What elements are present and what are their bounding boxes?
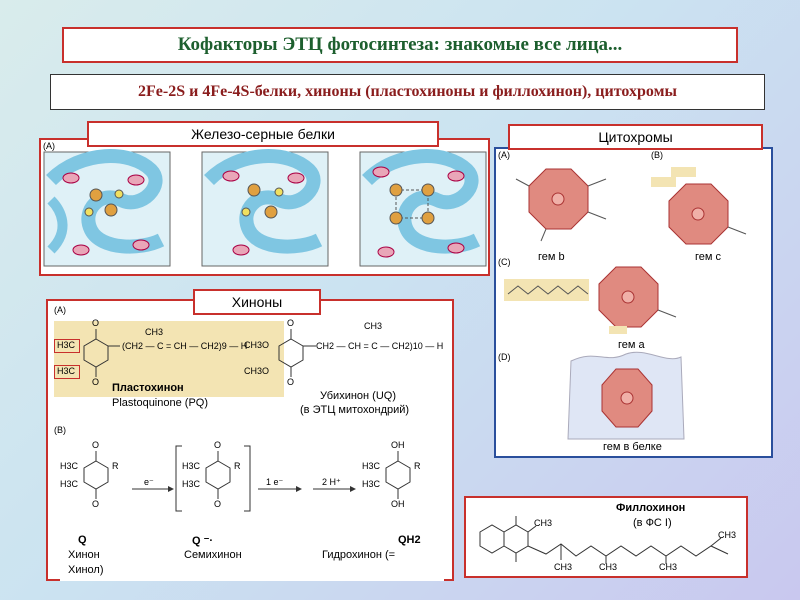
hq-oh-bottom: OH xyxy=(391,499,405,509)
phyllo-ch3-1: CH3 xyxy=(554,562,573,572)
quinones-names-strip xyxy=(60,529,444,581)
hq-r: R xyxy=(414,461,421,471)
ubiquinone-ring xyxy=(278,329,316,377)
heme-b-structure xyxy=(515,168,607,242)
arrow-label-e2: 1 e⁻ xyxy=(266,477,284,487)
hq-h3c-1: H3C xyxy=(362,461,381,471)
uq-o-bottom: O xyxy=(287,377,295,387)
panel-tag-a: (A) xyxy=(43,141,55,151)
quinones-panel: (A) (B) xyxy=(46,299,454,581)
q-semi-symbol: Q ⁻· xyxy=(192,535,214,547)
q-r: R xyxy=(112,461,119,471)
plastoquinone-ring xyxy=(83,329,120,377)
sq-o-top: O xyxy=(214,440,222,450)
title-box: Кофакторы ЭТЦ фотосинтеза: знакомые все … xyxy=(62,27,738,63)
heme-in-protein-structure xyxy=(567,351,685,440)
iron-sulfur-panel: (A) xyxy=(39,138,490,276)
quinones-tag-a: (A) xyxy=(54,305,66,315)
arrow-label-h2: 2 H⁺ xyxy=(322,477,341,487)
methyl-box-top xyxy=(54,339,80,353)
phylloquinone-structure xyxy=(479,516,729,564)
pq-h3c-bottom: H3C xyxy=(57,366,76,376)
sq-r: R xyxy=(234,461,241,471)
cyt-tag-c: (C) xyxy=(498,257,511,267)
phyllo-ch3-4: CH3 xyxy=(718,530,737,540)
plastoquinone-highlight xyxy=(54,321,284,397)
hinol-label: Хинол) xyxy=(68,564,104,576)
hq-h3c-2: H3C xyxy=(362,479,381,489)
phylloquinone-panel: Филлохинон (в ФС I) CH3 CH3 CH3 CH3 CH3 xyxy=(464,496,748,578)
q-h3c-2: H3C xyxy=(60,479,79,489)
arrow-label-e1: e⁻ xyxy=(144,477,154,487)
q-o-top: O xyxy=(92,440,100,450)
subtitle-box: 2Fe-2S и 4Fe-4S-белки, хиноны (пластохин… xyxy=(50,74,765,110)
reaction-arrows xyxy=(132,486,356,492)
cyt-tag-d: (D) xyxy=(498,352,511,362)
q-o-bottom: O xyxy=(92,499,100,509)
heme-protein-label: гем в белке xyxy=(599,441,666,453)
plastoquinone-en: Plastoquinone (PQ) xyxy=(112,397,208,409)
iron-sulfur-label: Железо-серные белки xyxy=(87,121,439,147)
cyt-tag-b: (B) xyxy=(651,150,663,160)
sq-o-bottom: O xyxy=(214,499,222,509)
fes-cluster-4fe4s xyxy=(359,149,487,267)
page-title: Кофакторы ЭТЦ фотосинтеза: знакомые все … xyxy=(177,34,623,55)
plastoquinone-ru: Пластохинон xyxy=(112,382,184,394)
heme-b-label: гем b xyxy=(534,251,569,263)
phylloquinone-location: (в ФС I) xyxy=(633,517,672,529)
uq-methoxy-bottom: CH3O xyxy=(244,366,270,376)
heme-a-structure xyxy=(504,266,677,334)
heme-a-label: гем a xyxy=(614,339,649,351)
page-subtitle: 2Fe-2S и 4Fe-4S-белки, хиноны (пластохин… xyxy=(138,83,677,100)
methyl-box-bottom xyxy=(54,365,80,379)
uq-chain: CH2 — CH = C — CH2)10 — H xyxy=(316,341,444,351)
sq-h3c-1: H3C xyxy=(182,461,201,471)
semiquinone-ring xyxy=(175,445,251,512)
fes-cluster-3fe4s xyxy=(201,149,329,267)
hq-oh-top: OH xyxy=(391,440,405,450)
q-symbol: Q xyxy=(78,534,87,546)
hydrohinon-label: Гидрохинон (= xyxy=(322,549,396,561)
pq-h3c-top: H3C xyxy=(57,340,76,350)
iron-sulfur-clusters xyxy=(43,149,487,267)
cytochromes-label: Цитохромы xyxy=(508,124,763,150)
sq-h3c-2: H3C xyxy=(182,479,201,489)
fes-cluster-2fe2s xyxy=(43,149,171,267)
cytochromes-panel: (A) (B) (C) (D) xyxy=(494,147,773,458)
ubiquinone-line1: Убихинон (UQ) xyxy=(320,390,396,402)
pq-ch3: CH3 xyxy=(145,327,164,337)
phylloquinone-name: Филлохинон xyxy=(616,502,686,514)
phyllo-ch3-3: CH3 xyxy=(659,562,678,572)
hydroquinone-ring xyxy=(385,451,411,499)
quinone-structures xyxy=(83,329,411,512)
phyllo-ch3-ring: CH3 xyxy=(534,518,553,528)
uq-methoxy-top: CH3O xyxy=(244,340,270,350)
cyt-tag-a: (A) xyxy=(498,150,510,160)
quinones-tag-b: (B) xyxy=(54,425,66,435)
pq-o-top: O xyxy=(92,318,100,328)
ubiquinone-line2: (в ЭТЦ митохондрий) xyxy=(300,404,410,416)
quinone-q-ring xyxy=(83,451,109,499)
heme-structures xyxy=(504,167,747,440)
hinon-label: Хинон xyxy=(68,549,100,561)
heme-c-structure xyxy=(651,167,747,245)
uq-o-top: O xyxy=(287,318,295,328)
semihinon-label: Семихинон xyxy=(184,549,242,561)
q-h3c-1: H3C xyxy=(60,461,79,471)
pq-chain: (CH2 — C = CH — CH2)9 — H xyxy=(122,341,248,351)
uq-ch3: CH3 xyxy=(364,321,383,331)
pq-o-bottom: O xyxy=(92,377,100,387)
qh2-symbol: QH2 xyxy=(398,534,421,546)
phyllo-ch3-2: CH3 xyxy=(599,562,618,572)
heme-c-label: гем c xyxy=(691,251,726,263)
quinones-label: Хиноны xyxy=(193,289,321,315)
